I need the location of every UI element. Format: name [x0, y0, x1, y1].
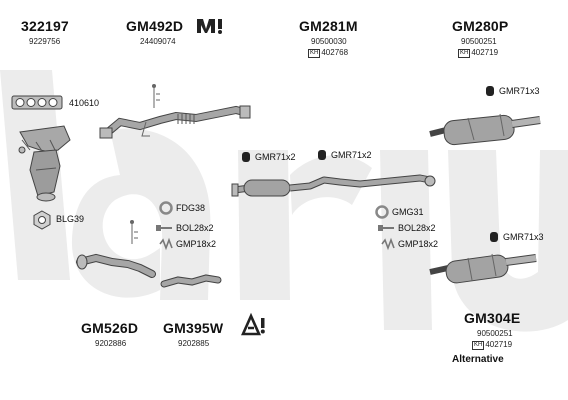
hanger-label: GMR71x3 [499, 86, 540, 96]
gasket-label: GMG31 [392, 207, 424, 217]
front-pipe-gm526d [76, 220, 156, 278]
clamp-warning-icon [240, 312, 265, 336]
bolt-label: BOL28x2 [176, 223, 214, 233]
gasket-label: 410610 [69, 98, 100, 108]
rubber-hanger-icon [486, 86, 494, 96]
part-number: 90500030 [311, 37, 347, 46]
front-pipe-gm492d [99, 84, 251, 139]
rear-silencer-gm280p [429, 113, 541, 146]
part-code: 322197 [21, 18, 69, 34]
spring-icon [159, 237, 173, 251]
hanger-label: GMR71x2 [331, 150, 372, 160]
ring-gasket-icon [375, 205, 389, 219]
part-code: GM281M [299, 18, 358, 34]
bolt-icon [378, 225, 394, 231]
middle-silencer-gm281m [231, 174, 436, 197]
hanger-label: GMR71x2 [255, 152, 296, 162]
part-number: 9202886 [95, 339, 127, 348]
part-number: 90500251 [477, 329, 513, 338]
part-number: 90500251 [461, 37, 497, 46]
part-code: GM304E [464, 310, 521, 326]
part-code: GM526D [81, 320, 139, 336]
ring-gasket-icon [159, 201, 173, 215]
part-number: 9202885 [178, 339, 210, 348]
part-code: GM492D [126, 18, 184, 34]
rubber-hanger-icon [242, 152, 250, 162]
pipe-gm395w [160, 274, 222, 288]
part-number: 9229756 [29, 37, 61, 46]
bolt-label: BOL28x2 [398, 223, 436, 233]
part-code: GM280P [452, 18, 509, 34]
rear-silencer-gm304e [429, 253, 537, 284]
alternative-label: Alternative [452, 354, 504, 365]
spring-label: GMP18x2 [176, 239, 217, 249]
gasket-label: FDG38 [176, 203, 206, 213]
part-code: GM395W [163, 320, 224, 336]
part-number: 24409074 [140, 37, 176, 46]
rubber-hanger-icon [318, 150, 326, 160]
nut-label: BLG39 [56, 214, 85, 224]
manifold-gasket-icon [11, 95, 63, 110]
hanger-label: GMR71x3 [503, 232, 544, 242]
catalytic-manifold [18, 125, 71, 202]
rubber-hanger-icon [490, 232, 498, 242]
oil-can-warning-icon [197, 19, 222, 34]
bolt-icon [156, 225, 172, 231]
spring-label: GMP18x2 [398, 239, 439, 249]
hex-nut-icon [33, 210, 51, 230]
spring-icon [381, 237, 395, 251]
